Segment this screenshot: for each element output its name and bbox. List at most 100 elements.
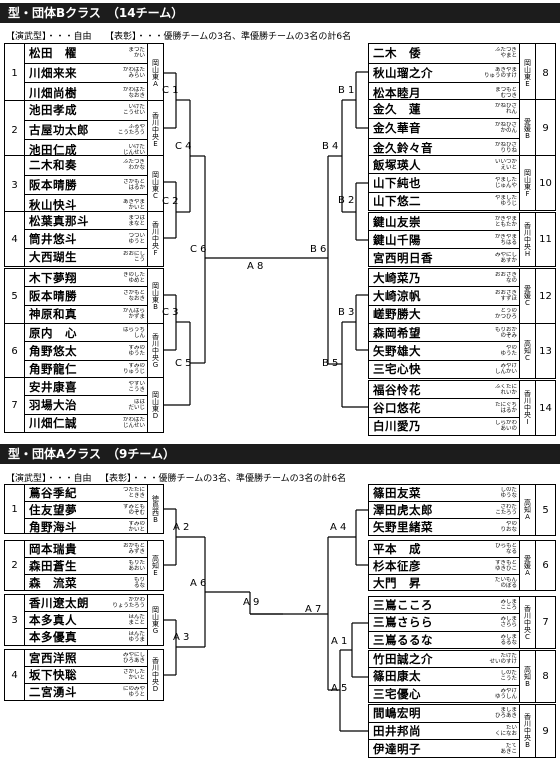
member-reading: だいもん のぼる: [494, 577, 517, 589]
member-reading: やの りおな: [500, 521, 517, 533]
member-row: 三宅心快みやけ しんかい: [369, 359, 519, 378]
member-list: 松田 櫂まつだ かい川畑来来かわばた みらい川畑尚樹かわばた なおき: [25, 44, 147, 102]
team-club: 徳島西B: [147, 485, 163, 533]
member-reading: はば だいじ: [128, 398, 145, 411]
member-name: 山下悠二: [373, 194, 421, 209]
member-name: 平本 成: [373, 542, 421, 556]
seed-number: 7: [535, 597, 555, 648]
member-row: 大門 昇 だいもん のぼる: [369, 574, 519, 591]
member-name: 金久 蓮: [373, 102, 421, 117]
member-name: 宮西洋照: [29, 651, 77, 665]
member-list: 宮西洋照みやにし ひろあき坂下快聡さかした かいと二宮湧斗にのみや ゆうと: [25, 650, 147, 700]
seed-number: 2: [5, 101, 25, 159]
match-label: A 1: [331, 636, 348, 647]
member-name: 三嶌さらら: [373, 615, 433, 630]
team-club: 香川中央D: [147, 650, 163, 700]
member-row: 筒井悠斗つつい ゆうと: [25, 229, 147, 247]
seed-number: 8: [535, 44, 555, 102]
member-row: 金久 蓮 かねひさ れん: [369, 100, 519, 118]
match-label: B 6: [310, 244, 327, 255]
member-name: 大門 昇: [373, 576, 421, 590]
member-row: 古屋功太郎ふるや こうたろう: [25, 119, 147, 140]
member-list: 森岡希望もりおか のぞみ矢野雄大やの ゆうた三宅心快みやけ しんかい: [369, 324, 519, 378]
member-row: 竹田誠之介たけだ せいのすけ: [369, 651, 519, 667]
member-name: 嵯野勝大: [373, 307, 421, 322]
match-label: A 7: [305, 604, 322, 615]
team-club: 香川中央E: [147, 101, 163, 159]
member-reading: すみの かいと: [128, 521, 145, 533]
member-name: 川畑仁誠: [29, 416, 77, 431]
match-label: C 6: [190, 244, 207, 255]
member-row: 角野悠太すみの ゆうた: [25, 341, 147, 359]
member-name: 角野海斗: [29, 520, 77, 534]
member-row: 澤田虎太郎さわだ こたろう: [369, 501, 519, 518]
member-name: 竹田誠之介: [373, 652, 433, 667]
member-name: 宮西明日香: [373, 250, 433, 265]
member-list: 篠田友菜しのだ ゆうな澤田虎太郎さわだ こたろう矢野里緒菜やの りおな: [369, 485, 519, 535]
member-name: 松葉真那斗: [29, 213, 89, 228]
member-row: 宮西洋照みやにし ひろあき: [25, 650, 147, 666]
member-reading: さかもと はるか: [123, 179, 145, 191]
member-name: 池田仁成: [29, 142, 77, 157]
seed-number: 12: [535, 269, 555, 323]
match-label: A 4: [330, 522, 347, 533]
member-reading: かねひさ かのん: [494, 122, 517, 135]
member-row: 池田孝成いけだ こうせい: [25, 101, 147, 120]
member-reading: おおにし こう: [122, 251, 145, 264]
member-reading: しらかわ あいの: [494, 420, 517, 433]
member-name: 篠田康太: [373, 669, 421, 684]
member-reading: かねひさ れん: [494, 103, 517, 116]
member-reading: おかもと みずき: [123, 543, 145, 555]
team-club: 岡山東B: [147, 269, 163, 323]
member-list: 原内 心はらうち しん角野悠太すみの ゆうた角野龍仁すみの りゅうじ: [25, 324, 147, 378]
member-row: 原内 心はらうち しん: [25, 324, 147, 341]
team-club: 岡山東A: [147, 44, 163, 102]
member-reading: さかした かいと: [122, 669, 145, 681]
member-name: 木下夢翔: [29, 270, 77, 285]
member-row: 秋山快斗あきやま かいと: [25, 194, 147, 214]
member-reading: しのだ こうた: [500, 670, 517, 683]
seed-number: 4: [5, 650, 25, 700]
section-a-award: 【表彰】・・・優勝チームの3名、準優勝チームの3名の計6名: [100, 474, 347, 484]
member-name: 岡本瑞貴: [29, 542, 77, 556]
member-name: 原内 心: [29, 325, 77, 340]
match-label: B 1: [338, 85, 355, 96]
member-name: 大西瑚生: [29, 250, 77, 265]
seed-number: 6: [535, 541, 555, 590]
team-club: 岡山東E: [519, 44, 535, 102]
member-name: 三宅優心: [373, 686, 421, 701]
member-list: 大崎菜乃おおさき なの大崎涼帆おおさき すずほ嵯野勝大とうの かつひろ: [369, 269, 519, 323]
member-reading: すみの ゆうた: [128, 344, 145, 357]
member-reading: かぎやま ともたか: [494, 215, 517, 228]
member-name: 澤田虎太郎: [373, 503, 433, 517]
member-reading: かがわ りょうたろう: [112, 597, 145, 609]
team-club: 香川中央F: [147, 212, 163, 266]
member-reading: まつもと むつき: [495, 86, 517, 99]
member-reading: かわばた じんせい: [122, 417, 145, 430]
member-reading: だて あきこ: [500, 742, 517, 755]
seed-number: 14: [535, 381, 555, 435]
member-list: 福谷怜花ふくたに れいか谷口悠花たにぐち はるか白川愛乃しらかわ あいの: [369, 381, 519, 435]
member-reading: みやけ ゆうしん: [494, 687, 517, 700]
match-label: A 5: [331, 683, 348, 694]
member-row: 大崎菜乃おおさき なの: [369, 269, 519, 286]
member-list: 飯塚瑛人いいづか えいと山下純也やました じゅんや山下悠二やました ゆうじ: [369, 156, 519, 210]
match-label: A 2: [173, 522, 190, 533]
member-reading: あきやま かいと: [122, 198, 145, 211]
member-row: 二木 倭ふたつぎ やまと: [369, 44, 519, 63]
member-reading: すみの りゅうじ: [122, 363, 145, 376]
match-label: B 5: [322, 358, 339, 369]
member-list: 二木 倭ふたつぎ やまと秋山瑠之介あきやま りゅうのすけ松本睦月まつもと むつき: [369, 44, 519, 102]
member-row: 川畑来来かわばた みらい: [25, 62, 147, 83]
member-row: 金久華音かねひさ かのん: [369, 118, 519, 137]
member-name: 田井邦尚: [373, 724, 421, 738]
